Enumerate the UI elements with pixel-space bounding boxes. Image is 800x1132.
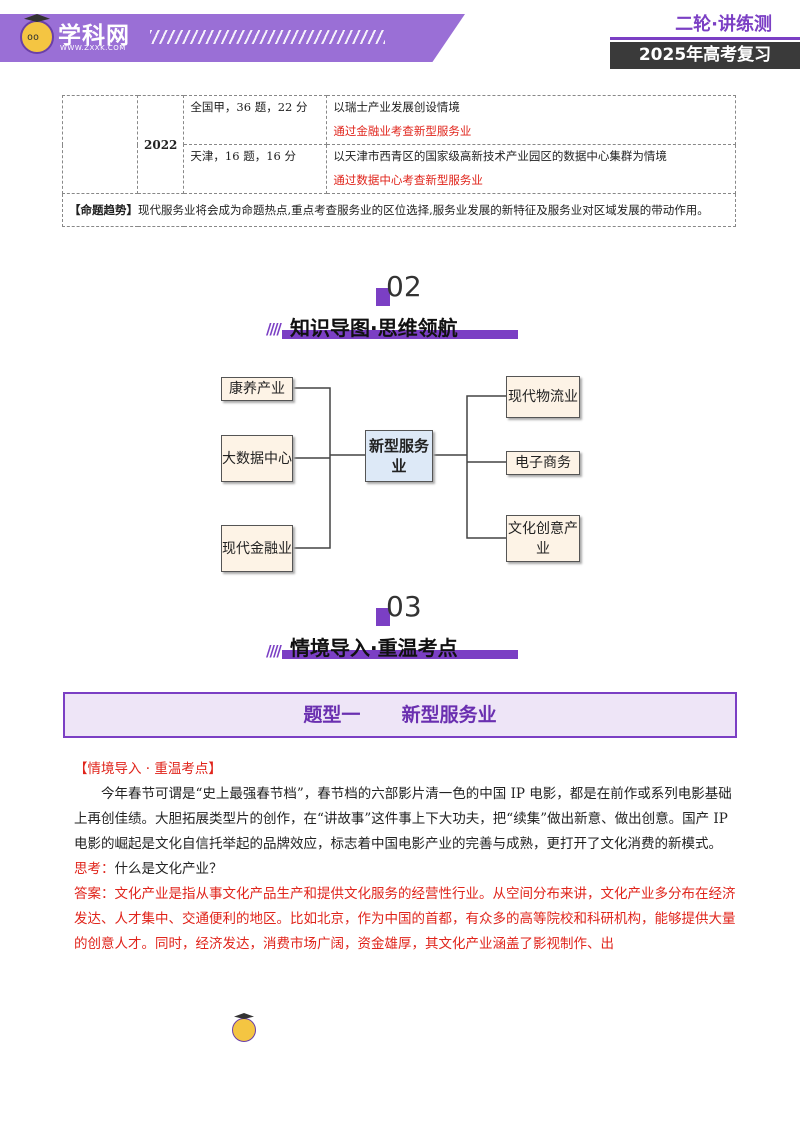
answer-text: 文化产业是指从事文化产品生产和提供文化服务的经营性行业。从空间分布来讲，文化产业… bbox=[74, 886, 736, 952]
question-type-banner: 题型一 新型服务业 bbox=[63, 692, 737, 738]
context-cell: 以天津市西青区的国家级高新技术产业园区的数据中心集群为情境 通过数据中心考查新型… bbox=[326, 144, 736, 194]
content-tag: 【情境导入 · 重温考点】 bbox=[74, 761, 222, 777]
answer-block: 答案：文化产业是指从事文化产品生产和提供文化服务的经营性行业。从空间分布来讲，文… bbox=[74, 882, 736, 957]
mind-map-node-right: 文化创意产业 bbox=[506, 515, 580, 562]
context-cell: 以瑞士产业发展创设情境 通过金融业考查新型服务业 bbox=[326, 95, 736, 145]
source-cell: 天津，16 题，16 分 bbox=[183, 144, 328, 194]
table-row: 2022 全国甲，36 题，22 分 以瑞士产业发展创设情境 通过金融业考查新型… bbox=[62, 95, 736, 194]
header-divider bbox=[610, 37, 800, 40]
banner-topic: 新型服务业 bbox=[401, 704, 497, 726]
title-underline bbox=[282, 330, 518, 339]
table-row: 天津，16 题，16 分 以天津市西青区的国家级高新技术产业园区的数据中心集群为… bbox=[63, 144, 736, 194]
mind-map-node-left: 康养产业 bbox=[221, 377, 293, 401]
banner-type: 题型一 bbox=[303, 704, 361, 726]
mind-map-node-right: 现代物流业 bbox=[506, 376, 580, 418]
section-number-marker bbox=[376, 288, 390, 306]
section-number-marker bbox=[376, 608, 390, 626]
logo-text: 学科网 bbox=[58, 23, 130, 49]
footer-mascot-icon bbox=[232, 1018, 256, 1042]
content-block: 【情境导入 · 重温考点】 今年春节可谓是“史上最强春节档”，春节档的六部影片清… bbox=[74, 757, 736, 957]
question-label: 思考： bbox=[74, 861, 115, 877]
section-title: 知识导图·思维领航 bbox=[290, 316, 458, 340]
trend-text: 现代服务业将会成为命题热点,重点考查服务业的区位选择,服务业发展的新特征及服务业… bbox=[138, 203, 709, 217]
header-stripes bbox=[150, 30, 385, 44]
series-title: 二轮·讲练测 bbox=[675, 14, 772, 35]
title-underline bbox=[282, 650, 518, 659]
question-line: 思考：什么是文化产业？ bbox=[74, 857, 736, 882]
focus-text: 通过数据中心考查新型服务业 bbox=[333, 173, 483, 187]
context-text: 以瑞士产业发展创设情境 bbox=[333, 100, 460, 114]
question-text: 什么是文化产业？ bbox=[114, 861, 223, 877]
intro-paragraph: 今年春节可谓是“史上最强春节档”，春节档的六部影片清一色的中国 IP 电影，都是… bbox=[74, 786, 732, 852]
slash-decoration: //// bbox=[266, 642, 282, 660]
exam-table: 2022 全国甲，36 题，22 分 以瑞士产业发展创设情境 通过金融业考查新型… bbox=[62, 95, 736, 227]
table-row: 【命题趋势】现代服务业将会成为命题热点,重点考查服务业的区位选择,服务业发展的新… bbox=[62, 193, 736, 227]
mind-map-node-left: 现代金融业 bbox=[221, 525, 293, 572]
focus-text: 通过金融业考查新型服务业 bbox=[333, 124, 472, 138]
trend-cell: 【命题趋势】现代服务业将会成为命题热点,重点考查服务业的区位选择,服务业发展的新… bbox=[62, 193, 736, 227]
section-number: 02 bbox=[386, 270, 422, 303]
section-number: 03 bbox=[386, 590, 422, 623]
mind-map-node-left: 大数据中心 bbox=[221, 435, 293, 482]
trend-label: 【命题趋势】 bbox=[69, 203, 138, 217]
logo-url: WWW.ZXXK.COM bbox=[60, 44, 126, 52]
context-text: 以天津市西青区的国家级高新技术产业园区的数据中心集群为情境 bbox=[333, 149, 667, 163]
answer-label: 答案： bbox=[74, 886, 115, 902]
logo-mascot-icon: oo bbox=[20, 20, 54, 54]
mind-map-center-node: 新型服务业 bbox=[365, 430, 433, 482]
mind-map-node-right: 电子商务 bbox=[506, 451, 580, 475]
slash-decoration: //// bbox=[266, 320, 282, 338]
mind-map-connectors bbox=[292, 387, 506, 549]
section-title: 情境导入·重温考点 bbox=[290, 636, 458, 660]
header-subtitle: 2025年高考复习 bbox=[610, 42, 800, 69]
